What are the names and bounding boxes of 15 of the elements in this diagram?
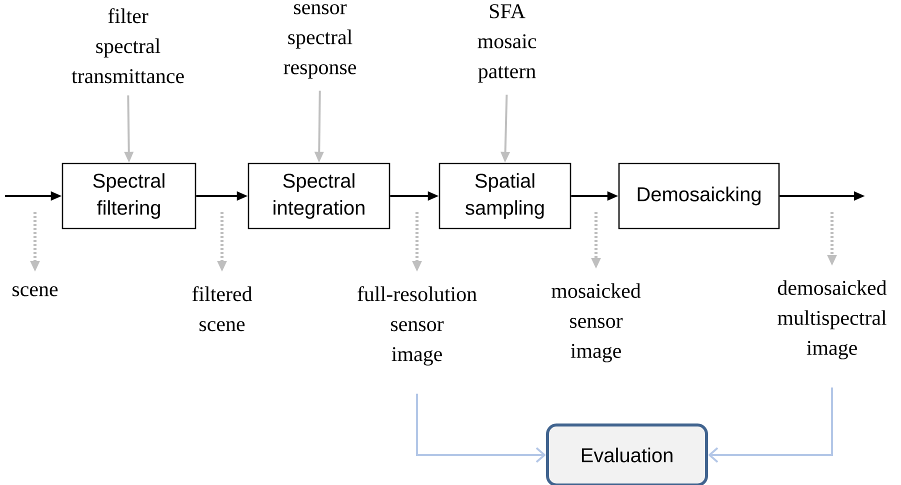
signal-label: mosaicked sensor image [552,283,641,362]
process-box: Spectral filtering [62,162,196,230]
signal-label: filtered scene [192,286,252,332]
evaluation-box: Evaluation [546,424,708,485]
process-box: Demosaicking [618,162,780,230]
process-box: Spatial sampling [438,162,572,230]
arrow [708,388,833,463]
arrow [416,394,546,463]
process-box: Spectral integration [248,162,390,230]
signal-label: scene [12,286,58,296]
signal-label: full-resolution sensor image [358,286,477,366]
input-label: filter spectral transmittance [72,8,184,84]
input-label: sensor spectral response [284,4,356,79]
signal-label: demosaicked multispectral image [778,280,887,360]
input-label: SFA mosaic pattern [478,4,536,83]
